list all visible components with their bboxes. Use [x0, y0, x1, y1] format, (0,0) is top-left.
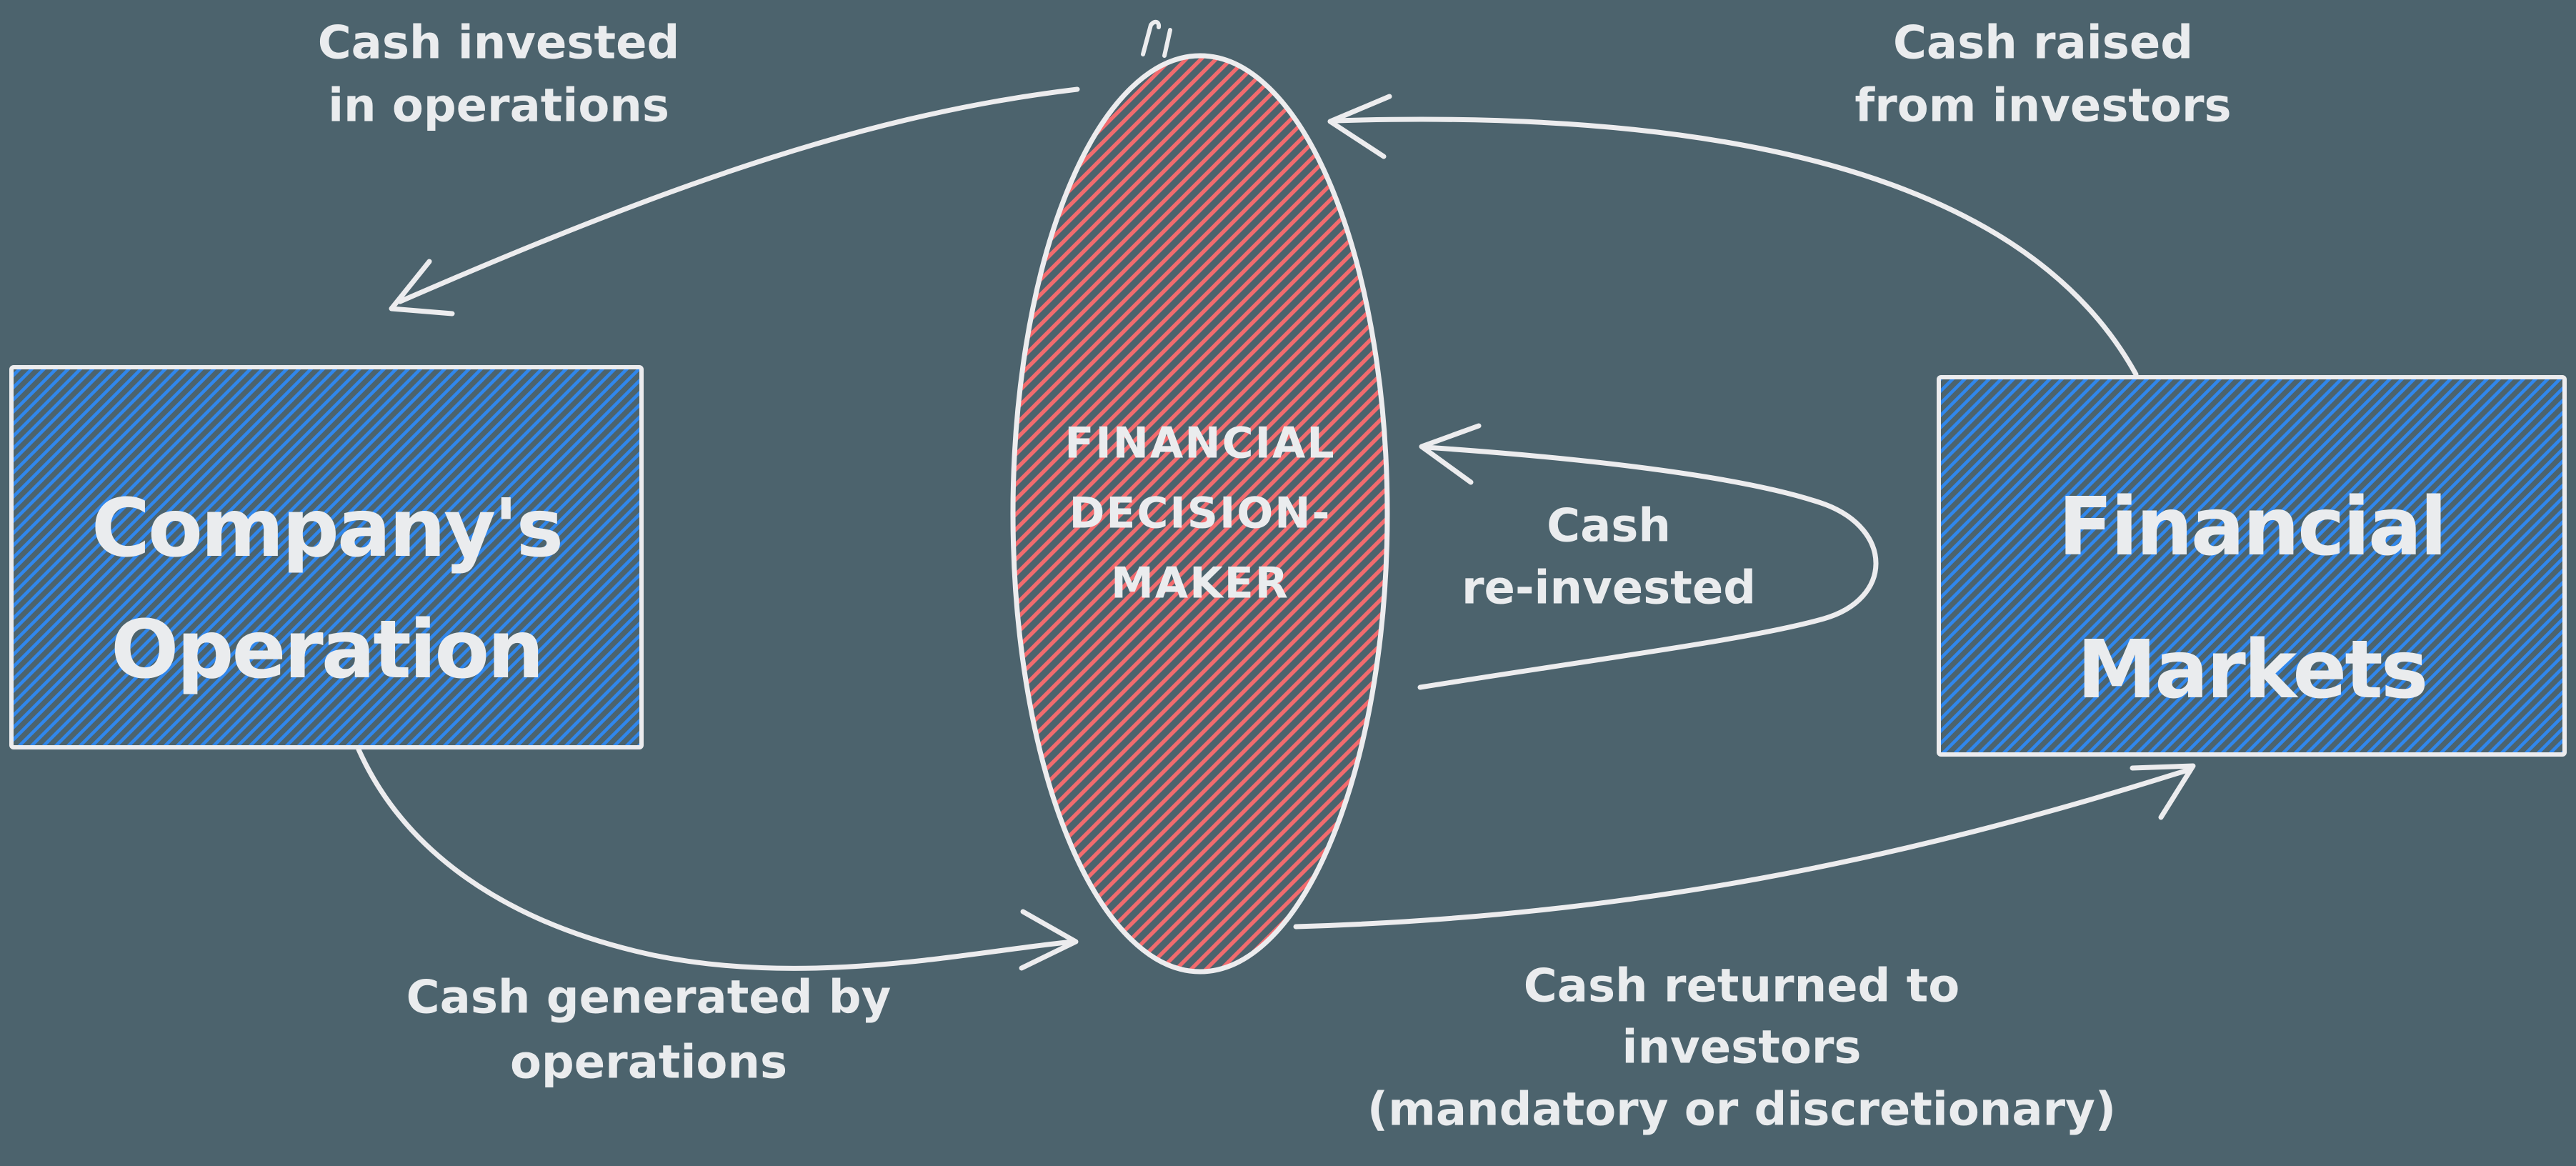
company-operation-box	[9, 365, 644, 749]
label-cash-returned-line3: (mandatory or discretionary)	[1367, 1084, 2116, 1137]
arrowhead-cash-returned	[2130, 763, 2196, 820]
label-cash-invested-line1: Cash invested	[318, 17, 680, 70]
label-cash-raised-line2: from investors	[1854, 80, 2231, 133]
financial-markets-label-line1: Financial	[2058, 481, 2445, 574]
company-operation-label-line1: Company's	[91, 482, 561, 575]
company-operation-hatch	[11, 367, 641, 747]
arrow-cash-invested	[397, 86, 1080, 304]
arrow-cash-returned	[1293, 767, 2190, 930]
label-cash-generated-line2: operations	[510, 1037, 787, 1090]
label-cash-invested-line2: in operations	[328, 80, 669, 133]
arrowhead-cash-invested	[389, 259, 455, 317]
label-cash-generated-line1: Cash generated by	[406, 972, 892, 1025]
arrowhead-cash-reinvested	[1419, 423, 1482, 485]
arrow-cash-raised	[1332, 116, 2139, 377]
financial-markets-label-line2: Markets	[2077, 624, 2427, 717]
arrowhead-cash-generated	[1019, 909, 1079, 971]
label-cash-returned-line1: Cash returned to	[1524, 960, 1960, 1013]
financial-decision-maker-hatch	[1013, 56, 1387, 972]
company-operation-label-line2: Operation	[111, 604, 542, 697]
label-cash-reinvested-line2: re-invested	[1462, 562, 1756, 615]
arrow-cash-generated	[356, 747, 1076, 971]
arrowhead-cash-raised	[1327, 94, 1392, 159]
label-cash-raised-line1: Cash raised	[1893, 17, 2193, 70]
financial-decision-maker-label-line2: DECISION-	[1069, 489, 1332, 539]
financial-markets-hatch	[1939, 377, 2565, 754]
arrow-cash-reinvested	[1417, 444, 1879, 690]
financial-decision-maker-label-line3: MAKER	[1111, 559, 1289, 609]
pen-squiggle	[1141, 19, 1172, 58]
financial-decision-maker-ellipse	[1010, 53, 1390, 975]
label-cash-returned-line2: investors	[1622, 1022, 1862, 1075]
financial-decision-maker-label-line1: FINANCIAL	[1064, 419, 1335, 469]
financial-markets-box	[1937, 375, 2567, 757]
label-cash-reinvested-line1: Cash	[1547, 500, 1671, 553]
